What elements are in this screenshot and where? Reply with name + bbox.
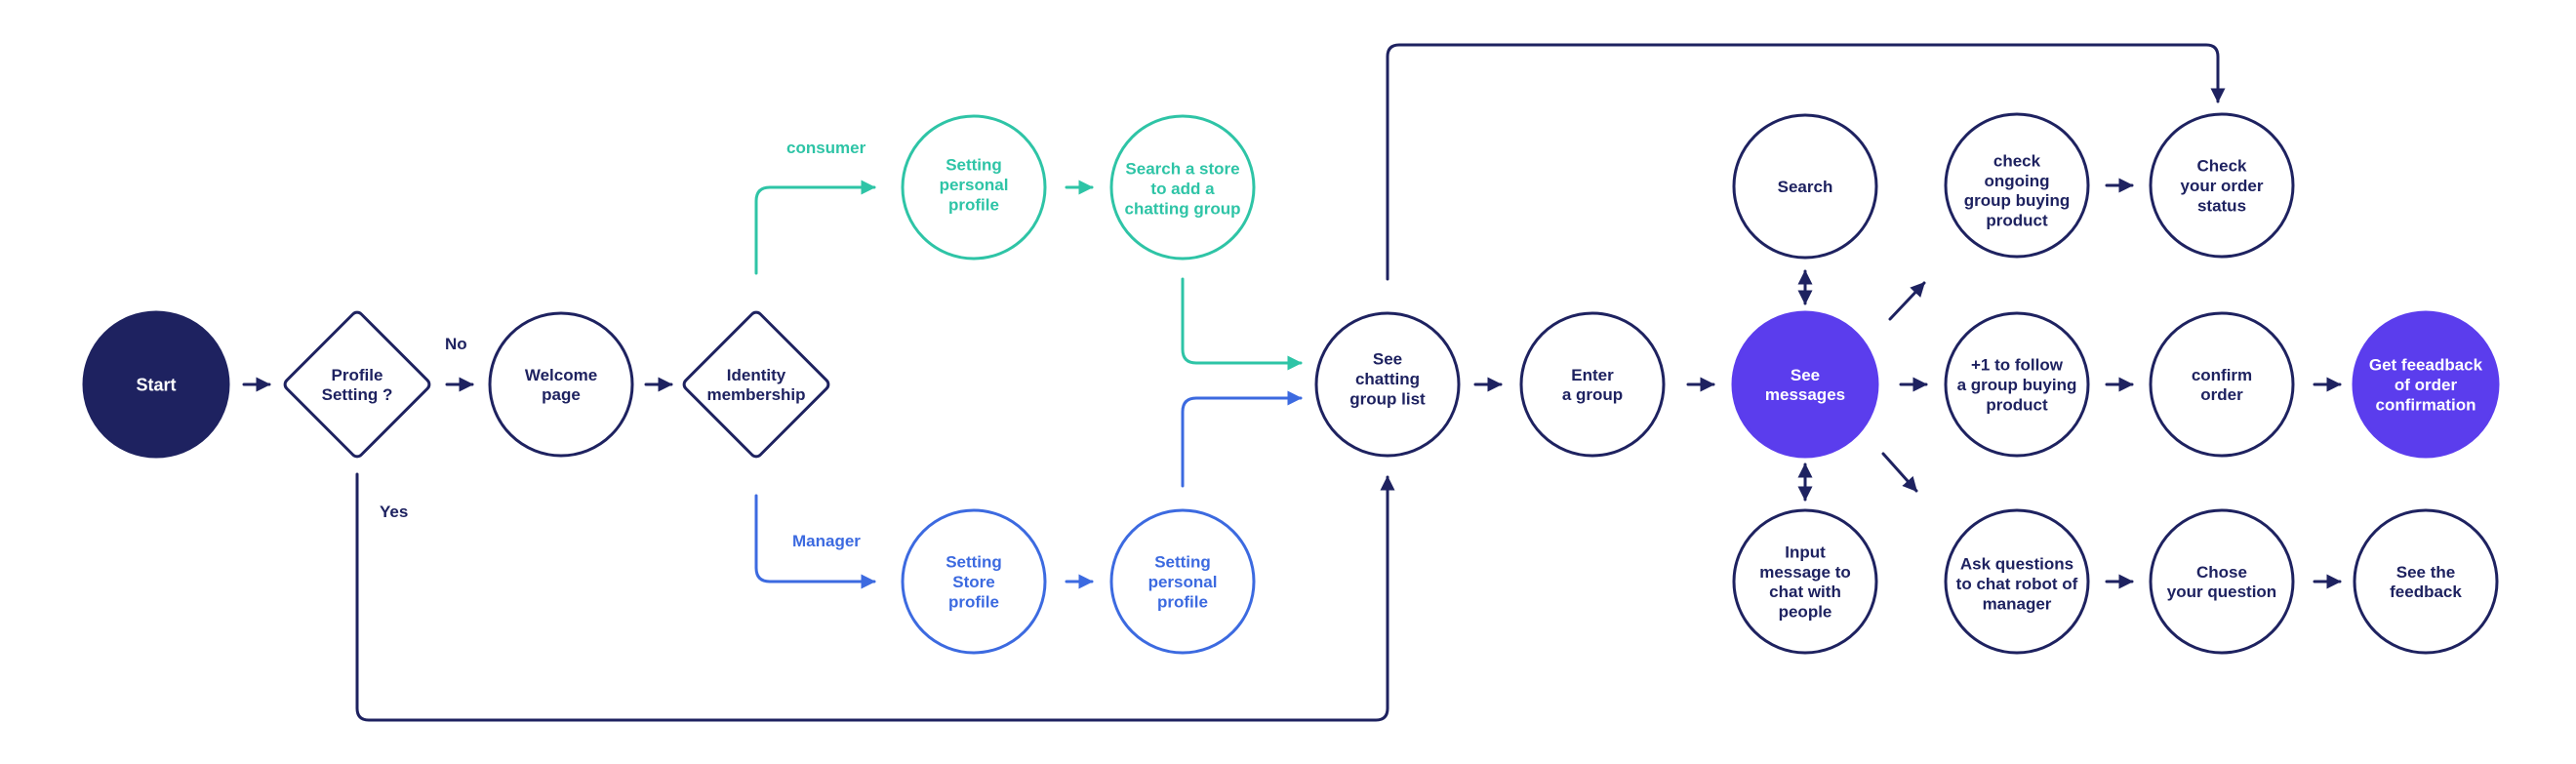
node-consumer-profile [901, 114, 1047, 261]
edge-label-yes: Yes [380, 503, 408, 521]
node-store-profile [901, 508, 1047, 655]
node-profile-setting [283, 310, 431, 459]
node-feedback-confirmation [2352, 310, 2500, 459]
node-start [82, 310, 230, 459]
node-choose-question [2149, 508, 2295, 655]
edge-profile-setting-yes-to-group-list [355, 472, 1395, 722]
node-confirm-order [2149, 311, 2295, 458]
edge-label-no: No [445, 335, 467, 353]
edge-identity-to-store-profile [754, 494, 876, 589]
node-see-feedback [2353, 508, 2499, 655]
edge-see-messages-to-ask-robot [1881, 452, 1918, 493]
node-label-search: Search [1778, 178, 1833, 196]
edge-see-messages-to-check-ongoing [1888, 281, 1926, 321]
node-ask-robot [1944, 508, 2090, 655]
edge-manager-profile-to-group-list [1181, 390, 1303, 488]
node-plus-one [1944, 311, 2090, 458]
node-identity [682, 310, 830, 459]
node-check-status [2149, 112, 2295, 259]
node-input-message [1732, 508, 1878, 655]
node-welcome [488, 311, 634, 458]
edge-label-consumer: consumer [786, 139, 866, 157]
node-label-start: Start [136, 375, 176, 394]
node-check-ongoing [1944, 112, 2090, 259]
node-group-list [1314, 311, 1461, 458]
node-search-store [1109, 114, 1256, 261]
node-search [1732, 113, 1878, 260]
edge-identity-to-consumer-profile [754, 180, 876, 275]
node-see-messages [1731, 310, 1879, 459]
edge-label-manager: Manager [792, 532, 861, 550]
node-enter-group [1519, 311, 1666, 458]
node-manager-profile [1109, 508, 1256, 655]
edge-group-list-to-check-status [1386, 43, 2226, 281]
edge-search-store-to-group-list [1181, 277, 1303, 371]
